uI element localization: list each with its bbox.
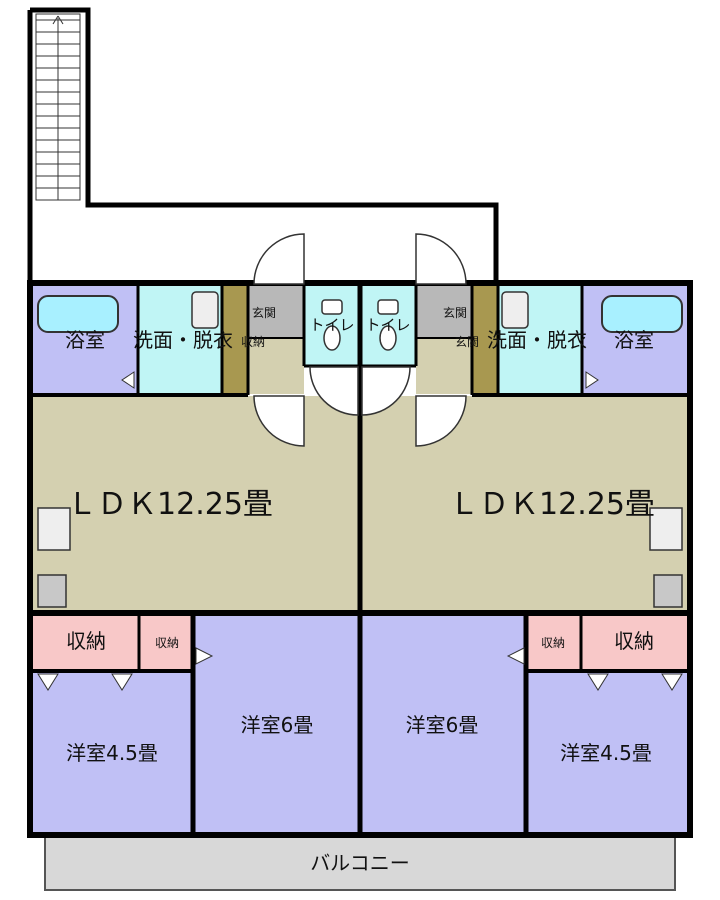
entrance-left	[248, 286, 304, 338]
balcony	[44, 834, 676, 891]
storage-small-right	[472, 286, 498, 394]
ldk-left	[33, 396, 360, 612]
walls	[27, 280, 693, 838]
storage-b-right-label: 収納	[541, 636, 565, 650]
entrance-hall-right	[416, 338, 472, 394]
room-6-right-label: 洋室6畳	[406, 713, 479, 737]
room-6-left	[195, 615, 360, 832]
corridor-outline	[27, 7, 499, 283]
bath-right-label: 浴室	[614, 328, 654, 352]
washbasin-right-icon	[501, 291, 529, 329]
room-6-right	[360, 615, 525, 832]
washroom-left-label: 洗面・脱衣	[133, 328, 233, 352]
storage-a-right-label: 収納	[614, 629, 654, 653]
balcony-label: バルコニー	[310, 851, 410, 875]
bathtub-left-icon	[37, 295, 119, 333]
room-6-left-label: 洋室6畳	[241, 713, 314, 737]
entrance-left-label: 玄関	[252, 305, 276, 320]
entrance-right-label: 玄関	[443, 305, 467, 320]
toilet-left-label: トイレ	[309, 316, 354, 334]
storage-small-left	[222, 286, 248, 394]
ldk-right	[360, 396, 687, 612]
storage-b-left	[140, 615, 192, 670]
sink-left-icon	[37, 507, 71, 551]
toilet-left-icon	[321, 299, 343, 315]
storage-a-right	[582, 615, 687, 670]
room-45-right	[528, 672, 687, 832]
staircase	[30, 10, 85, 205]
doors	[253, 233, 467, 447]
entrance-right	[416, 286, 472, 338]
sink-right-icon	[649, 507, 683, 551]
entrance-hall-left	[248, 338, 304, 394]
stove-left-icon	[37, 574, 67, 608]
storage-b-left-label: 収納	[155, 636, 179, 650]
toilet-right-label: トイレ	[365, 316, 410, 334]
storage-small-left-label: 収納	[241, 335, 265, 349]
ldk-left-label: ＬＤＫ12.25畳	[67, 487, 273, 522]
unit-right	[360, 286, 687, 832]
toilet-bowl-left-icon	[323, 325, 341, 351]
washroom-right-label: 洗面・脱衣	[487, 328, 587, 352]
room-45-right-label: 洋室4.5畳	[560, 741, 652, 765]
room-45-left	[33, 672, 192, 832]
door-arrows	[37, 371, 683, 691]
ldk-right-label: ＬＤＫ12.25畳	[449, 487, 655, 522]
storage-small-right-label: 玄関	[455, 334, 479, 349]
toilet-right-icon	[377, 299, 399, 315]
washbasin-left-icon	[191, 291, 219, 329]
bath-left-label: 浴室	[65, 328, 105, 352]
stove-right-icon	[653, 574, 683, 608]
bathtub-right-icon	[601, 295, 683, 333]
storage-a-left-label: 収納	[66, 629, 106, 653]
unit-left	[33, 286, 360, 832]
storage-b-right	[528, 615, 580, 670]
storage-a-left	[33, 615, 138, 670]
toilet-bowl-right-icon	[379, 325, 397, 351]
room-45-left-label: 洋室4.5畳	[66, 741, 158, 765]
